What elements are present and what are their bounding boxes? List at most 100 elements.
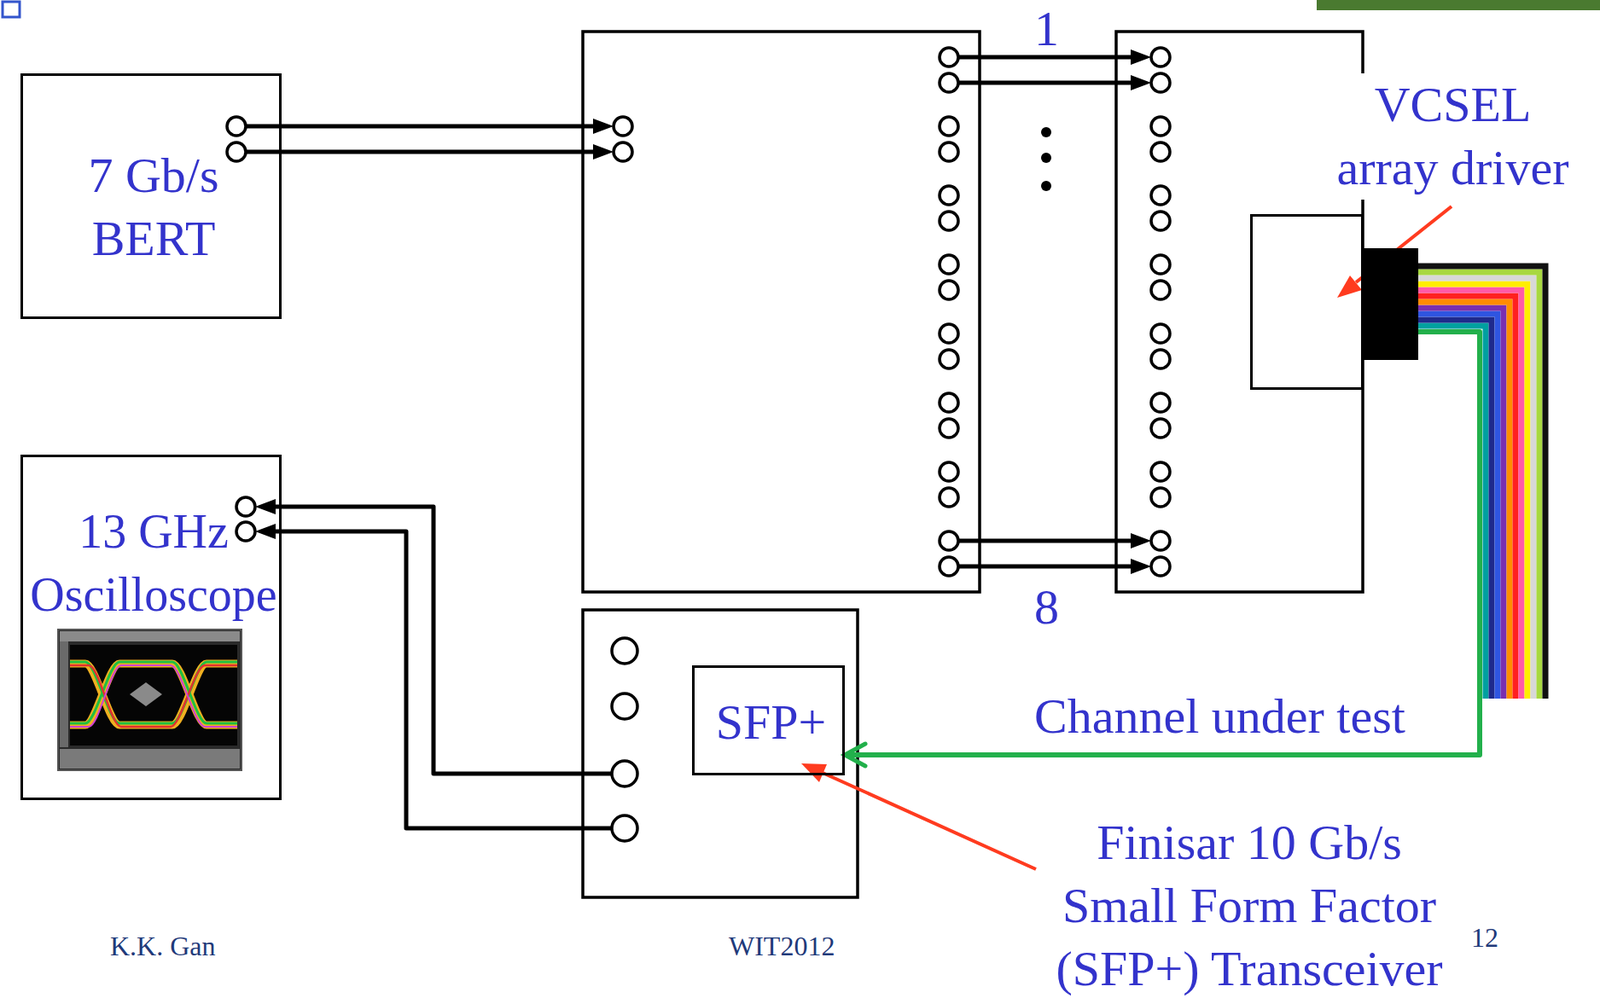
fiber-connector — [844, 331, 1480, 767]
callout-text: Finisar 10 Gb/s Small Form Factor (SFP+)… — [1044, 811, 1455, 998]
leader-head — [801, 763, 827, 783]
node-text: 13 GHz Oscilloscope — [23, 500, 285, 627]
arrow-head — [1130, 75, 1152, 91]
signal-wire — [958, 81, 1141, 86]
signal-wire — [245, 124, 603, 129]
connector-pin — [939, 280, 959, 300]
scope-screen — [58, 629, 242, 771]
node-text: SFP+ — [694, 691, 848, 755]
connector-pin — [1151, 280, 1170, 300]
scope-toolbar — [59, 631, 240, 642]
channel-number: 1 — [1034, 1, 1059, 57]
connector-pin — [939, 349, 959, 369]
fiber-strand — [1418, 308, 1504, 699]
connector-pin — [1151, 186, 1170, 205]
transceiver-box: SFP+Finisar 10 Gb/s Small Form Factor (S… — [692, 665, 845, 776]
fiber-strand — [1418, 284, 1528, 699]
connector-pin — [939, 116, 959, 136]
node-text: 7 Gb/s BERT — [51, 144, 256, 271]
arrow-head — [1130, 533, 1152, 549]
fiber-strand — [1418, 296, 1516, 699]
footer-event: WIT2012 — [728, 931, 835, 962]
arrow-head — [593, 144, 614, 160]
connector-pin — [236, 522, 256, 542]
arrow-head — [255, 523, 276, 540]
connector-pin — [939, 255, 959, 274]
connector-pin — [939, 531, 959, 551]
connector-pin — [1151, 531, 1170, 551]
connector-pin — [939, 47, 959, 67]
scope-plot — [69, 645, 238, 746]
edge-label: Channel under test — [1034, 687, 1406, 745]
connector-pin — [1151, 324, 1170, 344]
signal-wire — [268, 506, 611, 774]
sfp-board — [582, 610, 858, 898]
connector-pin — [939, 418, 959, 438]
driver-chip-box: VCSEL array driver — [1250, 214, 1364, 390]
signal-wire — [958, 539, 1141, 544]
connector-pin — [613, 142, 633, 162]
signal-wire — [958, 564, 1141, 570]
channel-number: 8 — [1034, 580, 1059, 635]
signal-wire — [245, 150, 603, 155]
connector-pin — [939, 462, 959, 482]
arrow-head — [1130, 49, 1152, 65]
corner-mark — [2, 1, 20, 18]
connector-pin — [1151, 73, 1170, 93]
connector-pin — [939, 73, 959, 93]
instrument-box: 7 Gb/s BERT — [20, 73, 282, 320]
footer-author: K.K. Gan — [110, 931, 216, 962]
scope-toolbar — [59, 641, 69, 748]
vcsel-board — [1116, 31, 1363, 593]
connector-pin — [611, 638, 638, 664]
connector-pin — [1151, 557, 1170, 576]
eye-trace — [69, 665, 238, 728]
arrow-head — [255, 499, 276, 515]
fiber-strand — [1418, 302, 1510, 699]
connector-pin — [1151, 462, 1170, 482]
eye-mask — [129, 682, 163, 707]
instrument-box: 13 GHz Oscilloscope — [20, 454, 282, 801]
connector-pin — [1151, 393, 1170, 413]
connector-pin — [1151, 349, 1170, 369]
connector-pin — [939, 142, 959, 162]
page-number: 12 — [1471, 923, 1499, 954]
callout-text: VCSEL array driver — [1326, 73, 1579, 200]
connector-pin — [236, 497, 256, 517]
connector-pin — [1151, 142, 1170, 162]
ellipsis-dot — [1041, 180, 1052, 192]
connector-pin — [1151, 488, 1170, 507]
connector-pin — [939, 186, 959, 205]
eye-trace — [69, 665, 238, 728]
arrow-head — [844, 744, 866, 767]
connector-pin — [1151, 47, 1170, 67]
fiber-strand — [1418, 278, 1534, 699]
connector-pin — [611, 693, 638, 720]
scope-panel — [59, 749, 240, 769]
connector-pin — [939, 393, 959, 413]
arrow-head — [1130, 558, 1152, 575]
arrow-head — [593, 118, 614, 134]
connector-pin — [939, 211, 959, 231]
connector-pin — [613, 116, 633, 136]
photo-fragment — [1316, 0, 1600, 11]
ellipsis-dot — [1041, 127, 1052, 138]
connector-pin — [1151, 418, 1170, 438]
connector-pin — [226, 142, 246, 162]
fiber-connector-block — [1362, 248, 1419, 361]
connector-pin — [611, 815, 638, 842]
ellipsis-dot — [1041, 152, 1052, 163]
connector-pin — [939, 488, 959, 507]
fanout-board — [582, 31, 980, 593]
connector-pin — [611, 761, 638, 787]
connector-pin — [939, 324, 959, 344]
connector-pin — [1151, 116, 1170, 136]
leader-head — [1337, 275, 1362, 298]
fiber-line — [844, 331, 1480, 756]
connector-pin — [226, 116, 246, 136]
leader-line — [822, 773, 1036, 870]
fiber-strand — [1418, 325, 1486, 699]
signal-wire — [268, 531, 611, 829]
connector-pin — [1151, 255, 1170, 274]
